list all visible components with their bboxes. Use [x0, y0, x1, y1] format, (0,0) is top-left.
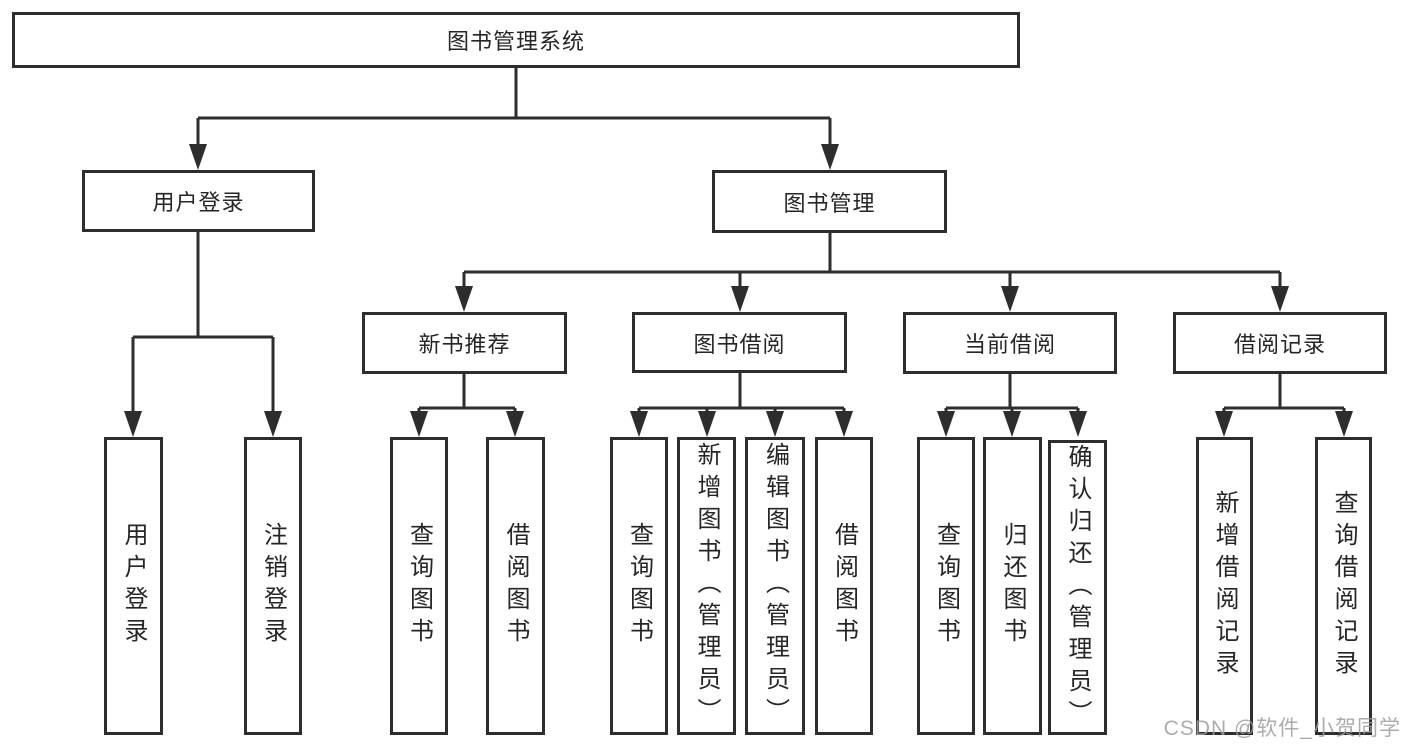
- arrow-down-icon: [1335, 411, 1353, 437]
- connector-new-book-to-leaves: [417, 374, 517, 413]
- arrow-down-icon: [731, 286, 749, 312]
- leaf-borrow-books-recommend: 借阅图书: [486, 437, 545, 735]
- connector-book-management-to-level3: [462, 233, 1282, 288]
- arrow-down-icon: [455, 286, 473, 312]
- arrow-down-icon: [506, 411, 524, 437]
- node-library-management-system: 图书管理系统: [12, 12, 1020, 68]
- csdn-watermark: CSDN @软件_小贺同学: [1163, 717, 1401, 740]
- connector-user-login-to-leaves: [131, 232, 275, 413]
- leaf-query-books-current: 查询图书: [917, 437, 975, 735]
- leaf-logout-login: 注销登录: [244, 437, 302, 735]
- arrow-down-icon: [630, 411, 648, 437]
- arrow-down-icon: [1001, 286, 1019, 312]
- arrow-down-icon: [124, 411, 142, 437]
- node-book-borrowing: 图书借阅: [632, 312, 847, 373]
- leaf-user-login: 用户登录: [104, 437, 163, 735]
- arrow-down-icon: [937, 411, 955, 437]
- arrow-down-icon: [410, 411, 428, 437]
- leaf-query-books-borrowing: 查询图书: [610, 437, 668, 735]
- arrow-down-icon: [766, 411, 784, 437]
- leaf-query-borrow-record: 查询借阅记录: [1315, 437, 1372, 735]
- connector-book-borrowing-to-leaves: [637, 373, 846, 413]
- leaf-return-books: 归还图书: [983, 437, 1042, 735]
- leaf-query-books-recommend: 查询图书: [390, 437, 448, 735]
- arrow-down-icon: [821, 144, 839, 170]
- connector-borrowing-records-to-leaves: [1222, 374, 1346, 413]
- node-book-management: 图书管理: [712, 170, 947, 233]
- leaf-add-borrow-record: 新增借阅记录: [1196, 437, 1253, 735]
- connector-current-borrowing-to-leaves: [944, 374, 1080, 413]
- arrow-down-icon: [835, 411, 853, 437]
- arrow-down-icon: [264, 411, 282, 437]
- leaf-borrow-books-borrowing: 借阅图书: [815, 437, 873, 735]
- node-new-book-recommendation: 新书推荐: [362, 312, 567, 374]
- leaf-add-books-admin: 新增图书（管理员）: [677, 437, 736, 735]
- node-borrowing-records: 借阅记录: [1173, 312, 1387, 374]
- arrow-down-icon: [1069, 411, 1087, 437]
- arrow-down-icon: [698, 411, 716, 437]
- arrow-down-icon: [1271, 286, 1289, 312]
- arrow-down-icon: [1003, 411, 1021, 437]
- leaf-confirm-return-admin: 确认归还（管理员）: [1048, 440, 1107, 735]
- node-current-borrowing: 当前借阅: [903, 312, 1117, 374]
- leaf-edit-books-admin: 编辑图书（管理员）: [745, 437, 805, 735]
- arrow-down-icon: [189, 144, 207, 170]
- node-user-login: 用户登录: [82, 170, 315, 232]
- arrow-down-icon: [1215, 411, 1233, 437]
- connector-root-to-level2: [196, 68, 832, 146]
